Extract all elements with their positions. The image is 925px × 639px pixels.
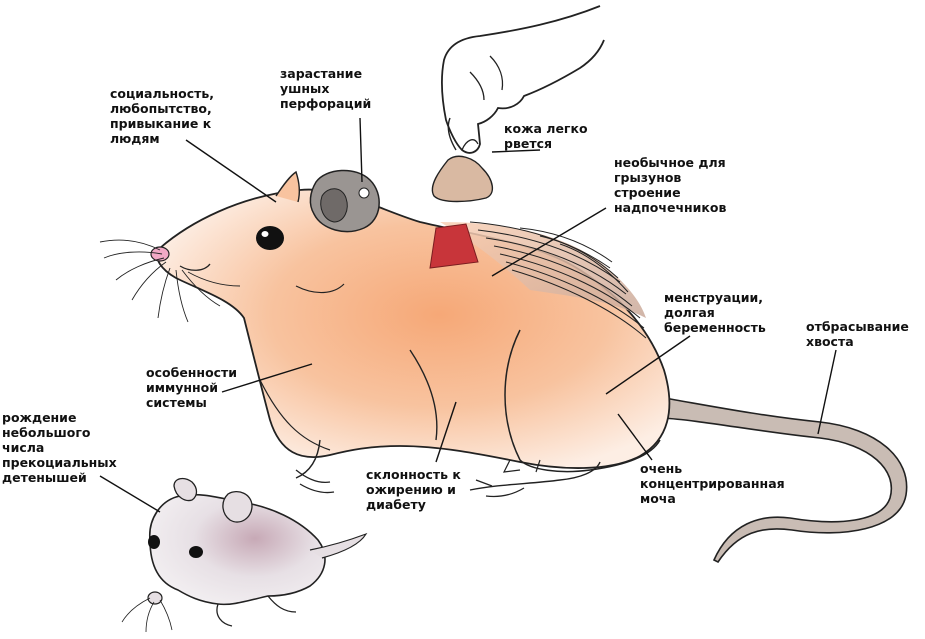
- adult-spiny-mouse: [99, 169, 671, 498]
- eye: [256, 226, 284, 250]
- label-obesity: склонность к ожирению и диабету: [366, 467, 461, 512]
- label-menstruation: менструации, долгая беременность: [664, 290, 766, 335]
- adrenal-patch: [429, 223, 479, 269]
- tail: [661, 397, 908, 564]
- skin-piece: [431, 155, 493, 203]
- label-social: социальность, любопытство, привыкание к …: [110, 86, 215, 146]
- label-urine: очень концентрированная моча: [640, 461, 785, 506]
- label-tail: отбрасывание хвоста: [806, 319, 909, 349]
- label-ear-perforation: зарастание ушных перфораций: [280, 66, 372, 111]
- label-immune: особенности иммунной системы: [146, 365, 238, 410]
- whiskers: [99, 239, 241, 323]
- left-ear: [275, 170, 301, 203]
- spines: [469, 221, 647, 339]
- label-skin: кожа легко рвется: [504, 121, 588, 151]
- label-adrenal: необычное для грызунов строение надпочеч…: [614, 155, 727, 215]
- callout-lines: [99, 117, 837, 513]
- ear-perforation: [309, 169, 380, 233]
- label-birth: рождение небольшого числа прекоциальных …: [2, 410, 117, 485]
- pup: [121, 477, 368, 633]
- hand: [431, 5, 605, 203]
